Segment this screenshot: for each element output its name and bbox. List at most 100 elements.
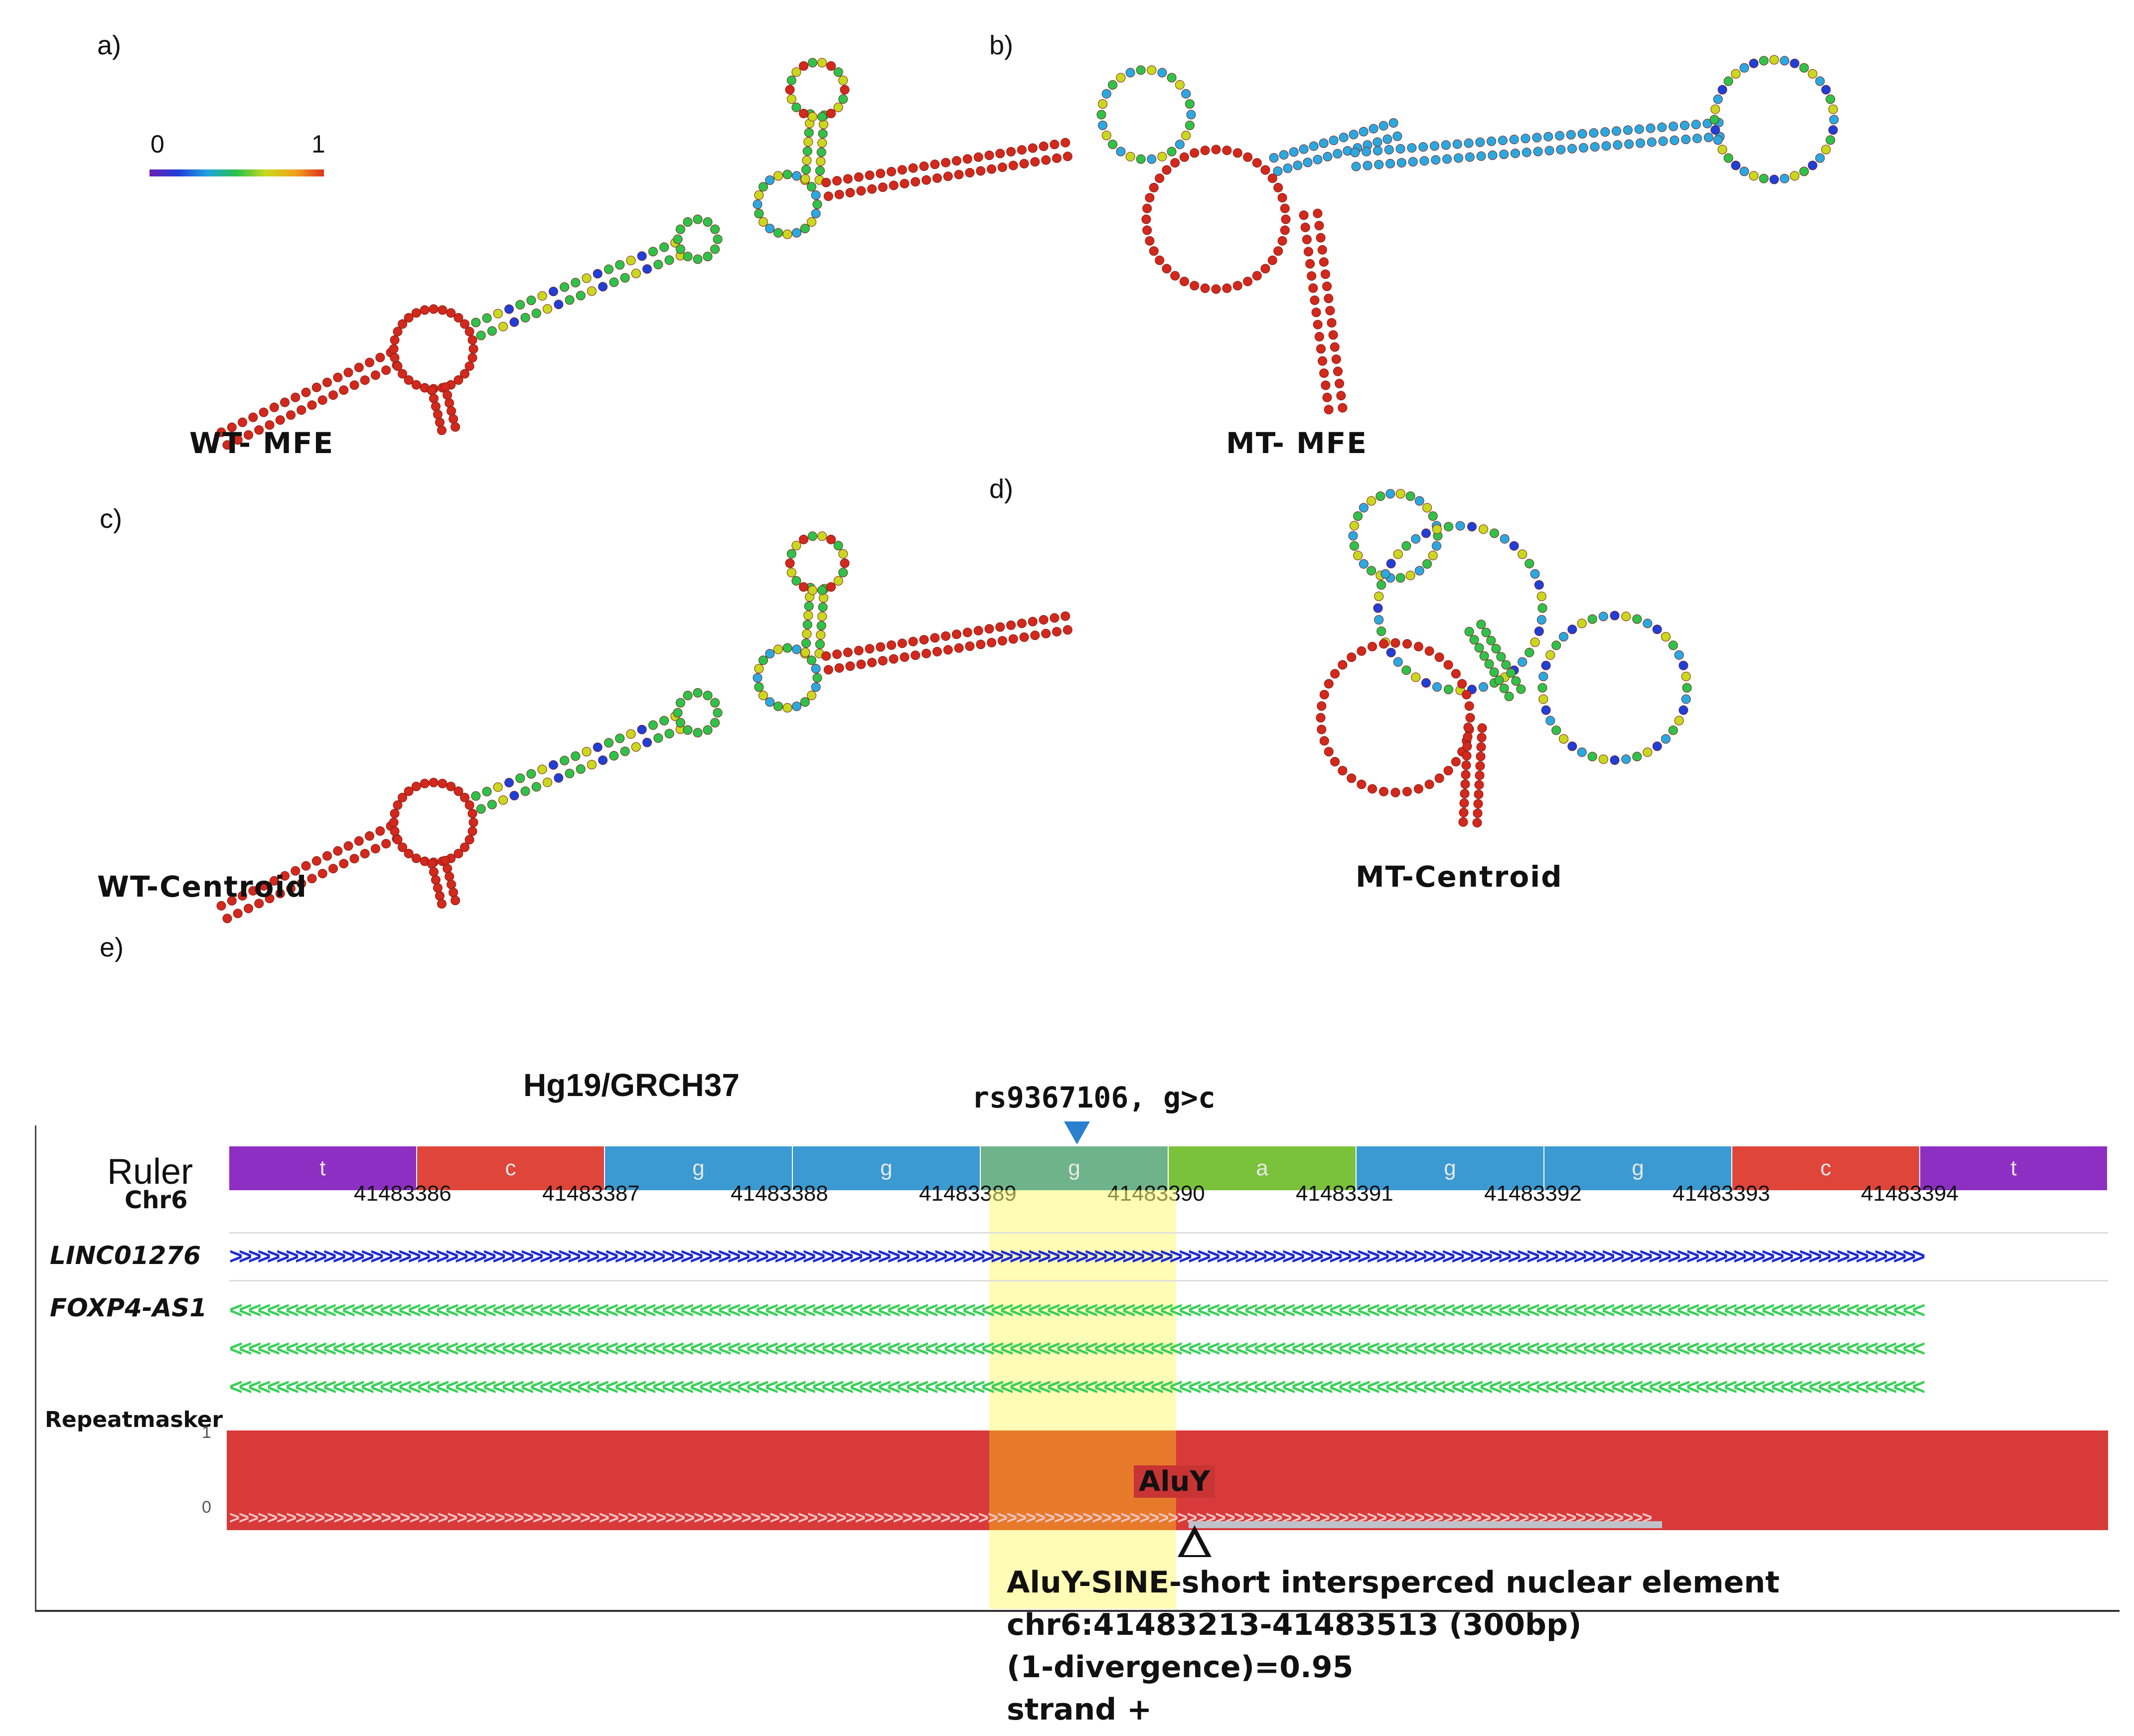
nucleotide-43	[411, 380, 421, 390]
nucleotide-210	[997, 162, 1007, 172]
nucleotide-249	[343, 841, 353, 851]
nucleotide-857	[1474, 780, 1484, 790]
nucleotide-230	[254, 899, 264, 909]
nucleotide-512	[1392, 131, 1402, 141]
nucleotide-588	[1431, 155, 1441, 165]
nucleotide-526	[1098, 121, 1108, 130]
nucleotide-612	[1567, 144, 1577, 154]
nucleotide-855	[1475, 771, 1485, 781]
nucleotide-125	[811, 209, 821, 218]
nucleotide-178	[823, 191, 833, 201]
nucleotide-402	[823, 665, 833, 675]
nucleotide-421	[919, 635, 929, 644]
nucleotide-769	[1443, 766, 1453, 776]
nucleotide-450	[1277, 236, 1287, 246]
nucleotide-673	[1821, 85, 1831, 95]
nucleotide-152	[817, 138, 827, 148]
nucleotide-324	[620, 746, 630, 756]
nucleotide-574	[1351, 161, 1361, 171]
nucleotide-810	[1652, 741, 1662, 751]
nucleotide-250	[360, 849, 370, 859]
nucleotide-298	[476, 804, 486, 814]
nucleotide-327	[626, 729, 636, 739]
nucleotide-516	[1181, 131, 1191, 141]
nucleotide-296	[437, 899, 447, 909]
nucleotide-330	[653, 733, 663, 743]
nucleotide-538	[1181, 89, 1191, 99]
nucleotide-619	[1600, 127, 1610, 137]
nucleotide-104	[642, 264, 652, 274]
nucleotide-245	[322, 851, 332, 861]
nucleotide-424	[943, 645, 953, 655]
nucleotide-584	[1408, 157, 1418, 167]
nucleotide-75	[471, 317, 481, 327]
nucleotide-142	[807, 182, 816, 192]
nucleotide-218	[1041, 155, 1051, 165]
nucleotide-139	[782, 169, 792, 179]
nucleotide-187	[865, 170, 875, 180]
nucleotide-63	[441, 382, 451, 392]
nucleotide-524	[1108, 140, 1118, 150]
nucleotide-244	[328, 864, 338, 874]
nucleotide-275	[398, 792, 407, 802]
caption-wt-centroid: WT-Centroid	[97, 870, 307, 904]
nucleotide-815	[1598, 754, 1608, 764]
nucleotide-3	[227, 422, 237, 432]
nucleotide-193	[897, 165, 907, 175]
nucleotide-457	[1222, 283, 1232, 293]
nucleotide-508	[1372, 137, 1382, 147]
nucleotide-840	[1668, 640, 1678, 650]
nucleotide-789	[1338, 660, 1348, 670]
foxp4-as1-transcript-1: <<<<<<<<<<<<<<<<<<<<<<<<<<<<<<<<<<<<<<<<…	[229, 1300, 1925, 1320]
nucleotide-347	[710, 698, 720, 708]
nucleotide-476	[1190, 148, 1200, 158]
nucleotide-557	[1325, 306, 1335, 316]
nucleotide-284	[464, 800, 474, 810]
nucleotide-286	[427, 859, 437, 869]
nucleotide-194	[911, 177, 920, 187]
nucleotide-112	[713, 234, 723, 244]
nucleotide-185	[854, 172, 864, 182]
nucleotide-81	[504, 304, 514, 314]
nucleotide-345	[693, 688, 703, 698]
nucleotide-38	[454, 375, 463, 385]
nucleotide-363	[782, 643, 792, 653]
nucleotide-285	[467, 808, 477, 818]
nucleotide-349	[811, 682, 821, 692]
nucleotide-865	[1472, 818, 1482, 828]
nucleotide-653	[1731, 160, 1741, 170]
nucleotide-814	[1610, 755, 1620, 765]
nucleotide-543	[1314, 221, 1324, 231]
nucleotide-212	[1008, 160, 1018, 170]
nucleotide-733	[1432, 524, 1442, 534]
nucleotide-861	[1473, 799, 1483, 809]
nucleotide-168	[786, 94, 796, 104]
nucleotide-449	[1280, 225, 1290, 235]
nucleotide-352	[792, 701, 801, 711]
nucleotide-581	[1384, 145, 1394, 155]
nucleotide-240	[307, 874, 317, 884]
nucleotide-214	[1019, 158, 1029, 168]
nucleotide-188	[878, 182, 888, 192]
nucleotide-29	[365, 357, 374, 367]
nucleotide-596	[1476, 151, 1486, 161]
nucleotide-823	[1538, 694, 1548, 704]
nucleotide-301	[482, 787, 492, 796]
nucleotide-567	[1333, 366, 1343, 376]
nucleotide-105	[637, 251, 647, 261]
nucleotide-606	[1533, 147, 1543, 157]
nucleotide-72	[437, 425, 447, 435]
nucleotide-1	[216, 427, 226, 437]
nucleotide-24	[349, 380, 359, 390]
nucleotide-262	[454, 849, 463, 858]
nucleotide-58	[454, 313, 463, 322]
nucleotide-396	[799, 534, 808, 544]
nucleotide-148	[816, 157, 826, 166]
nucleotide-469	[1142, 203, 1152, 213]
nucleotide-241	[301, 861, 311, 871]
nucleotide-167	[791, 102, 801, 112]
nucleotide-251	[354, 836, 364, 846]
nucleotide-454	[1252, 271, 1262, 281]
nucleotide-568	[1321, 380, 1331, 390]
nucleotide-243	[311, 856, 321, 866]
